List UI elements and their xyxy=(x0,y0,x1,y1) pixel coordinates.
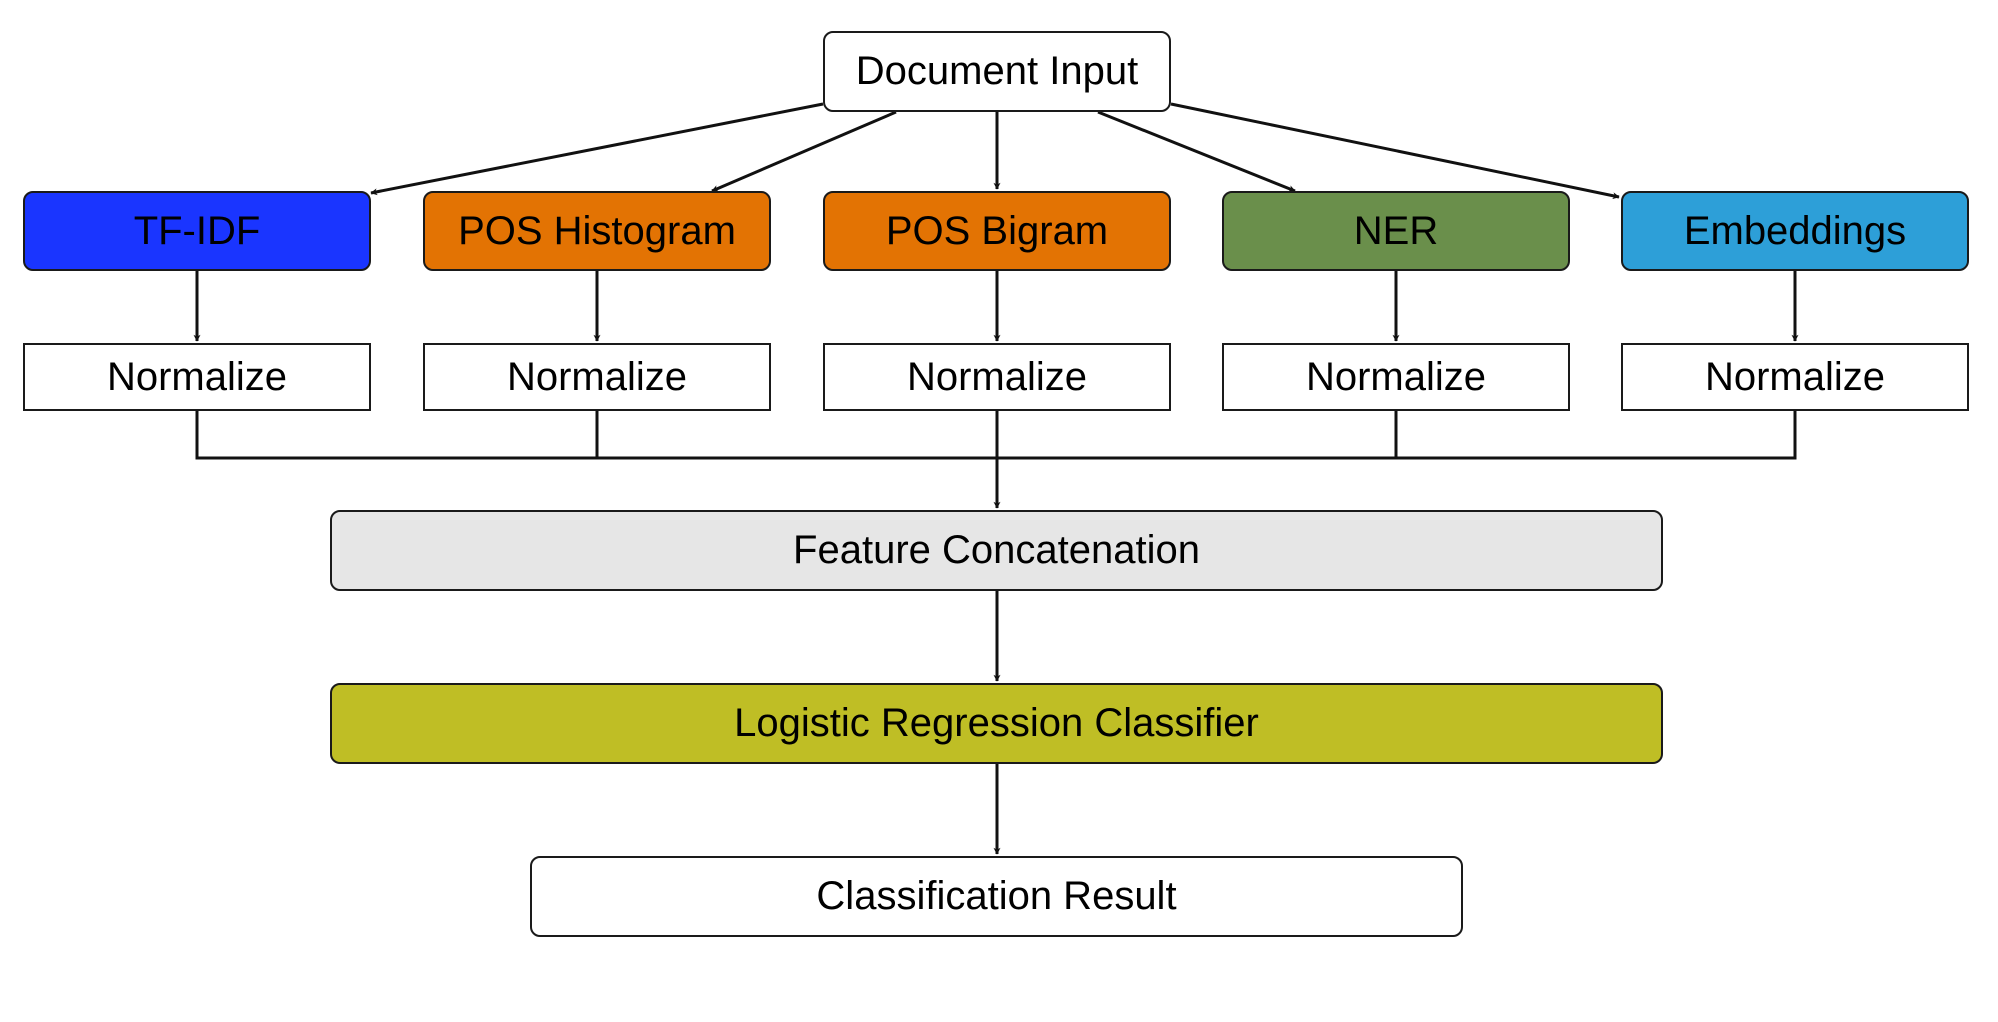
feature-node-3: POS Bigram xyxy=(823,191,1171,271)
normalize-node-1: Normalize xyxy=(23,343,371,411)
feature-label-5: Embeddings xyxy=(1683,208,1907,253)
normalize-node-2: Normalize xyxy=(423,343,771,411)
normalize-label-1: Normalize xyxy=(106,354,288,399)
feature-node-2: POS Histogram xyxy=(423,191,771,271)
normalize-label-3: Normalize xyxy=(906,354,1088,399)
feature-node-4: NER xyxy=(1222,191,1570,271)
normalize-label-2: Normalize xyxy=(506,354,688,399)
document-input-node: Document Input xyxy=(823,31,1171,112)
arrow-input-to-feature-2 xyxy=(711,110,897,193)
feature-label-2: POS Histogram xyxy=(458,208,736,253)
logistic-regression-label: Logistic Regression Classifier xyxy=(734,701,1259,745)
feature-concatenation-node: Feature Concatenation xyxy=(330,510,1663,591)
normalize-node-3: Normalize xyxy=(823,343,1171,411)
feature-node-1: TF-IDF xyxy=(23,191,371,271)
feature-node-5: Embeddings xyxy=(1621,191,1969,271)
normalize-label-4: Normalize xyxy=(1305,354,1487,399)
logistic-regression-node: Logistic Regression Classifier xyxy=(330,683,1663,764)
feature-label-4: NER xyxy=(1353,208,1439,253)
classification-result-label: Classification Result xyxy=(816,874,1177,918)
feature-label-3: POS Bigram xyxy=(885,208,1109,253)
arrow-input-to-feature-5 xyxy=(1170,102,1620,200)
arrow-input-to-feature-1 xyxy=(370,102,824,196)
document-input-label: Document Input xyxy=(855,49,1139,93)
normalize-node-5: Normalize xyxy=(1621,343,1969,411)
feature-concatenation-label: Feature Concatenation xyxy=(793,528,1200,572)
normalize-label-5: Normalize xyxy=(1704,354,1886,399)
arrow-input-to-feature-4 xyxy=(1097,110,1296,193)
normalize-node-4: Normalize xyxy=(1222,343,1570,411)
feature-label-1: TF-IDF xyxy=(133,208,261,253)
classification-result-node: Classification Result xyxy=(530,856,1463,937)
